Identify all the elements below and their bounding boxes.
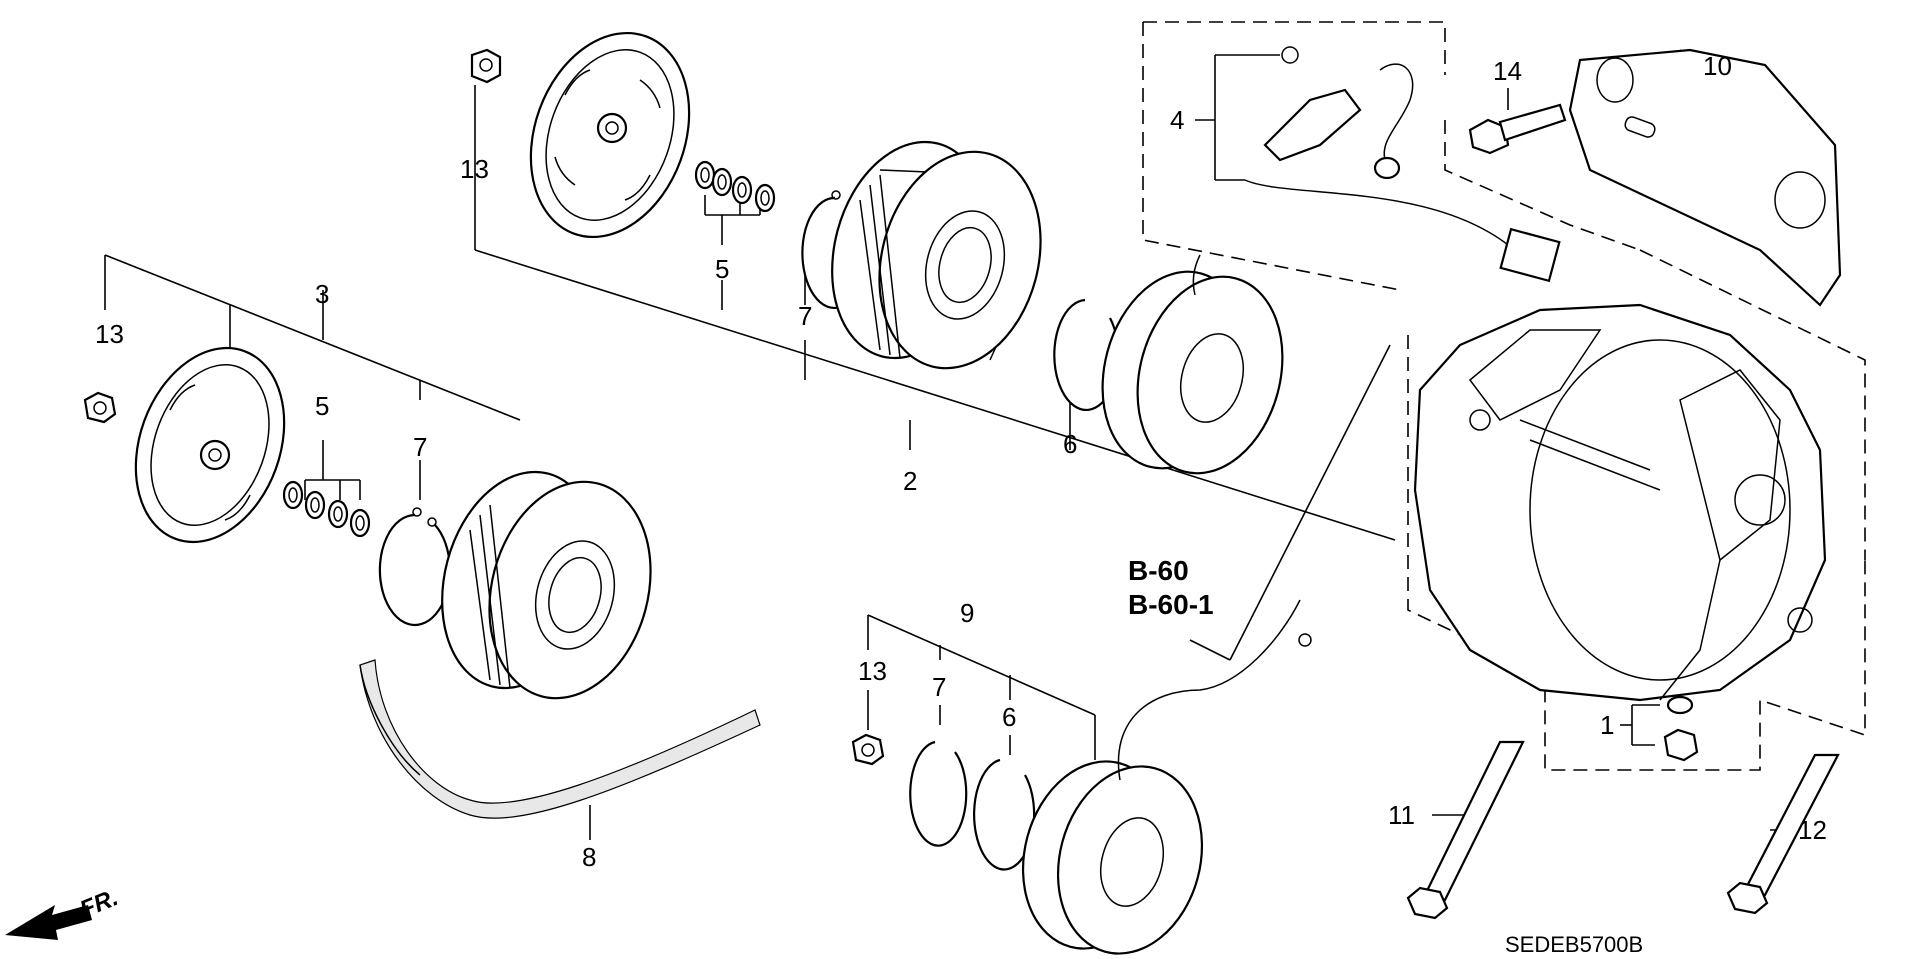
callout-8: 8	[582, 842, 596, 872]
pulley-top	[831, 140, 1042, 370]
dashed-boundary	[1142, 21, 1866, 771]
callout-7-lower: 7	[932, 672, 946, 702]
bracket-10	[1568, 48, 1842, 307]
callout-5-left: 5	[315, 391, 329, 421]
callout-13-top: 13	[460, 154, 489, 184]
drawing-code: SEDEB5700B	[1505, 932, 1643, 957]
compressor-body	[1413, 303, 1827, 702]
callout-14: 14	[1493, 56, 1522, 86]
front-label: FR.	[76, 884, 122, 924]
snap-ring-7-lower	[909, 740, 968, 847]
shims-5-left	[282, 480, 371, 538]
front-arrow-icon	[5, 905, 92, 940]
callout-12: 12	[1798, 815, 1827, 845]
armature-plate-left	[134, 346, 286, 544]
callout-10: 10	[1703, 51, 1732, 81]
reference-b60: B-60	[1128, 555, 1189, 586]
callout-13-lower: 13	[858, 656, 887, 686]
callout-4: 4	[1170, 105, 1184, 135]
callout-6-top: 6	[1063, 429, 1077, 459]
bolt-14	[1468, 103, 1567, 155]
callout-1: 1	[1600, 710, 1614, 740]
long-bolt-11	[1406, 740, 1525, 920]
callout-5-top: 5	[715, 254, 729, 284]
field-coil-lower	[1021, 599, 1312, 955]
callout-7-left: 7	[413, 432, 427, 462]
nut-13-left	[83, 391, 117, 424]
sensor-harness	[1244, 46, 1561, 283]
nut-13-top	[470, 48, 502, 84]
nut-13-lower	[851, 733, 885, 766]
callout-labels: 1 2 3 4 5 5 6 6 7 7 7 8 9 10 11 12 13 13…	[95, 51, 1827, 872]
callout-11: 11	[1388, 800, 1415, 830]
drive-belt	[359, 659, 761, 819]
callout-9: 9	[960, 598, 974, 628]
reference-b60-1: B-60-1	[1128, 589, 1214, 620]
long-bolt-12	[1726, 753, 1840, 915]
callout-6-lower: 6	[1002, 702, 1016, 732]
snap-ring-7-left	[378, 507, 451, 627]
pulley-left	[441, 470, 652, 700]
shims-5-top	[694, 160, 776, 213]
leader-lines	[104, 49, 1792, 840]
field-coil-top	[1101, 254, 1284, 475]
callout-2: 2	[903, 466, 917, 496]
callout-7-top: 7	[798, 301, 812, 331]
callout-13-left: 13	[95, 319, 124, 349]
armature-plate-top	[529, 31, 691, 239]
callout-3: 3	[315, 279, 329, 309]
drain-plug	[1663, 695, 1699, 762]
